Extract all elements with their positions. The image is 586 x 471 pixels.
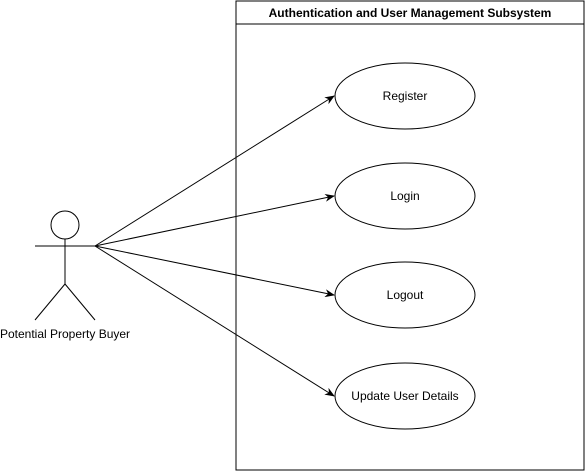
use-case-label: Update User Details [351, 389, 458, 403]
association-update-user-details [94, 245, 335, 397]
use-case-login[interactable]: Login [334, 162, 476, 230]
use-case-update-user-details[interactable]: Update User Details [334, 362, 476, 430]
use-case-label: Login [390, 189, 419, 203]
use-case-label: Register [383, 89, 428, 103]
use-case-logout[interactable]: Logout [334, 261, 476, 329]
associations [94, 95, 335, 397]
actor-left-leg [34, 283, 66, 321]
association-register [94, 95, 335, 247]
association-login [94, 193, 335, 247]
actor-right-leg [64, 283, 96, 321]
use-case-register[interactable]: Register [334, 62, 476, 130]
use-case-label: Logout [387, 288, 424, 302]
actor[interactable]: Potential Property Buyer [0, 210, 130, 341]
actor-head [50, 210, 80, 240]
system-title: Authentication and User Management Subsy… [269, 6, 552, 20]
association-logout [94, 245, 335, 298]
actor-label: Potential Property Buyer [0, 327, 130, 341]
